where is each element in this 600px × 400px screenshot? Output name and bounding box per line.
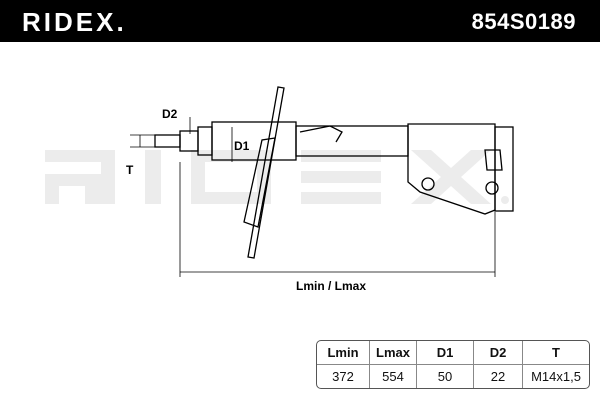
t-label: T	[126, 163, 134, 177]
header-d2: D2	[474, 341, 523, 365]
value-lmin: 372	[317, 365, 370, 388]
header-lmax: Lmax	[370, 341, 417, 365]
shock-absorber-diagram: D2 D1 T Lmin / Lmax	[126, 86, 514, 293]
d1-label: D1	[234, 139, 250, 153]
header-bar: RIDEX. 854S0189	[0, 0, 600, 42]
table-header-row: Lmin Lmax D1 D2 T	[317, 341, 589, 365]
header-lmin: Lmin	[317, 341, 370, 365]
watermark-logo	[45, 150, 509, 204]
table-row: 372 554 50 22 M14x1,5	[317, 365, 589, 388]
spec-table: Lmin Lmax D1 D2 T 372 554 50 22 M14x1,5	[316, 340, 590, 389]
header-t: T	[523, 341, 589, 365]
brand-logo: RIDEX.	[22, 7, 127, 37]
d2-label: D2	[162, 107, 178, 121]
value-lmax: 554	[370, 365, 417, 388]
value-d2: 22	[474, 365, 523, 388]
length-label: Lmin / Lmax	[296, 279, 366, 293]
value-d1: 50	[417, 365, 474, 388]
header-d1: D1	[417, 341, 474, 365]
value-t: M14x1,5	[531, 369, 581, 384]
part-number: 854S0189	[471, 9, 576, 34]
